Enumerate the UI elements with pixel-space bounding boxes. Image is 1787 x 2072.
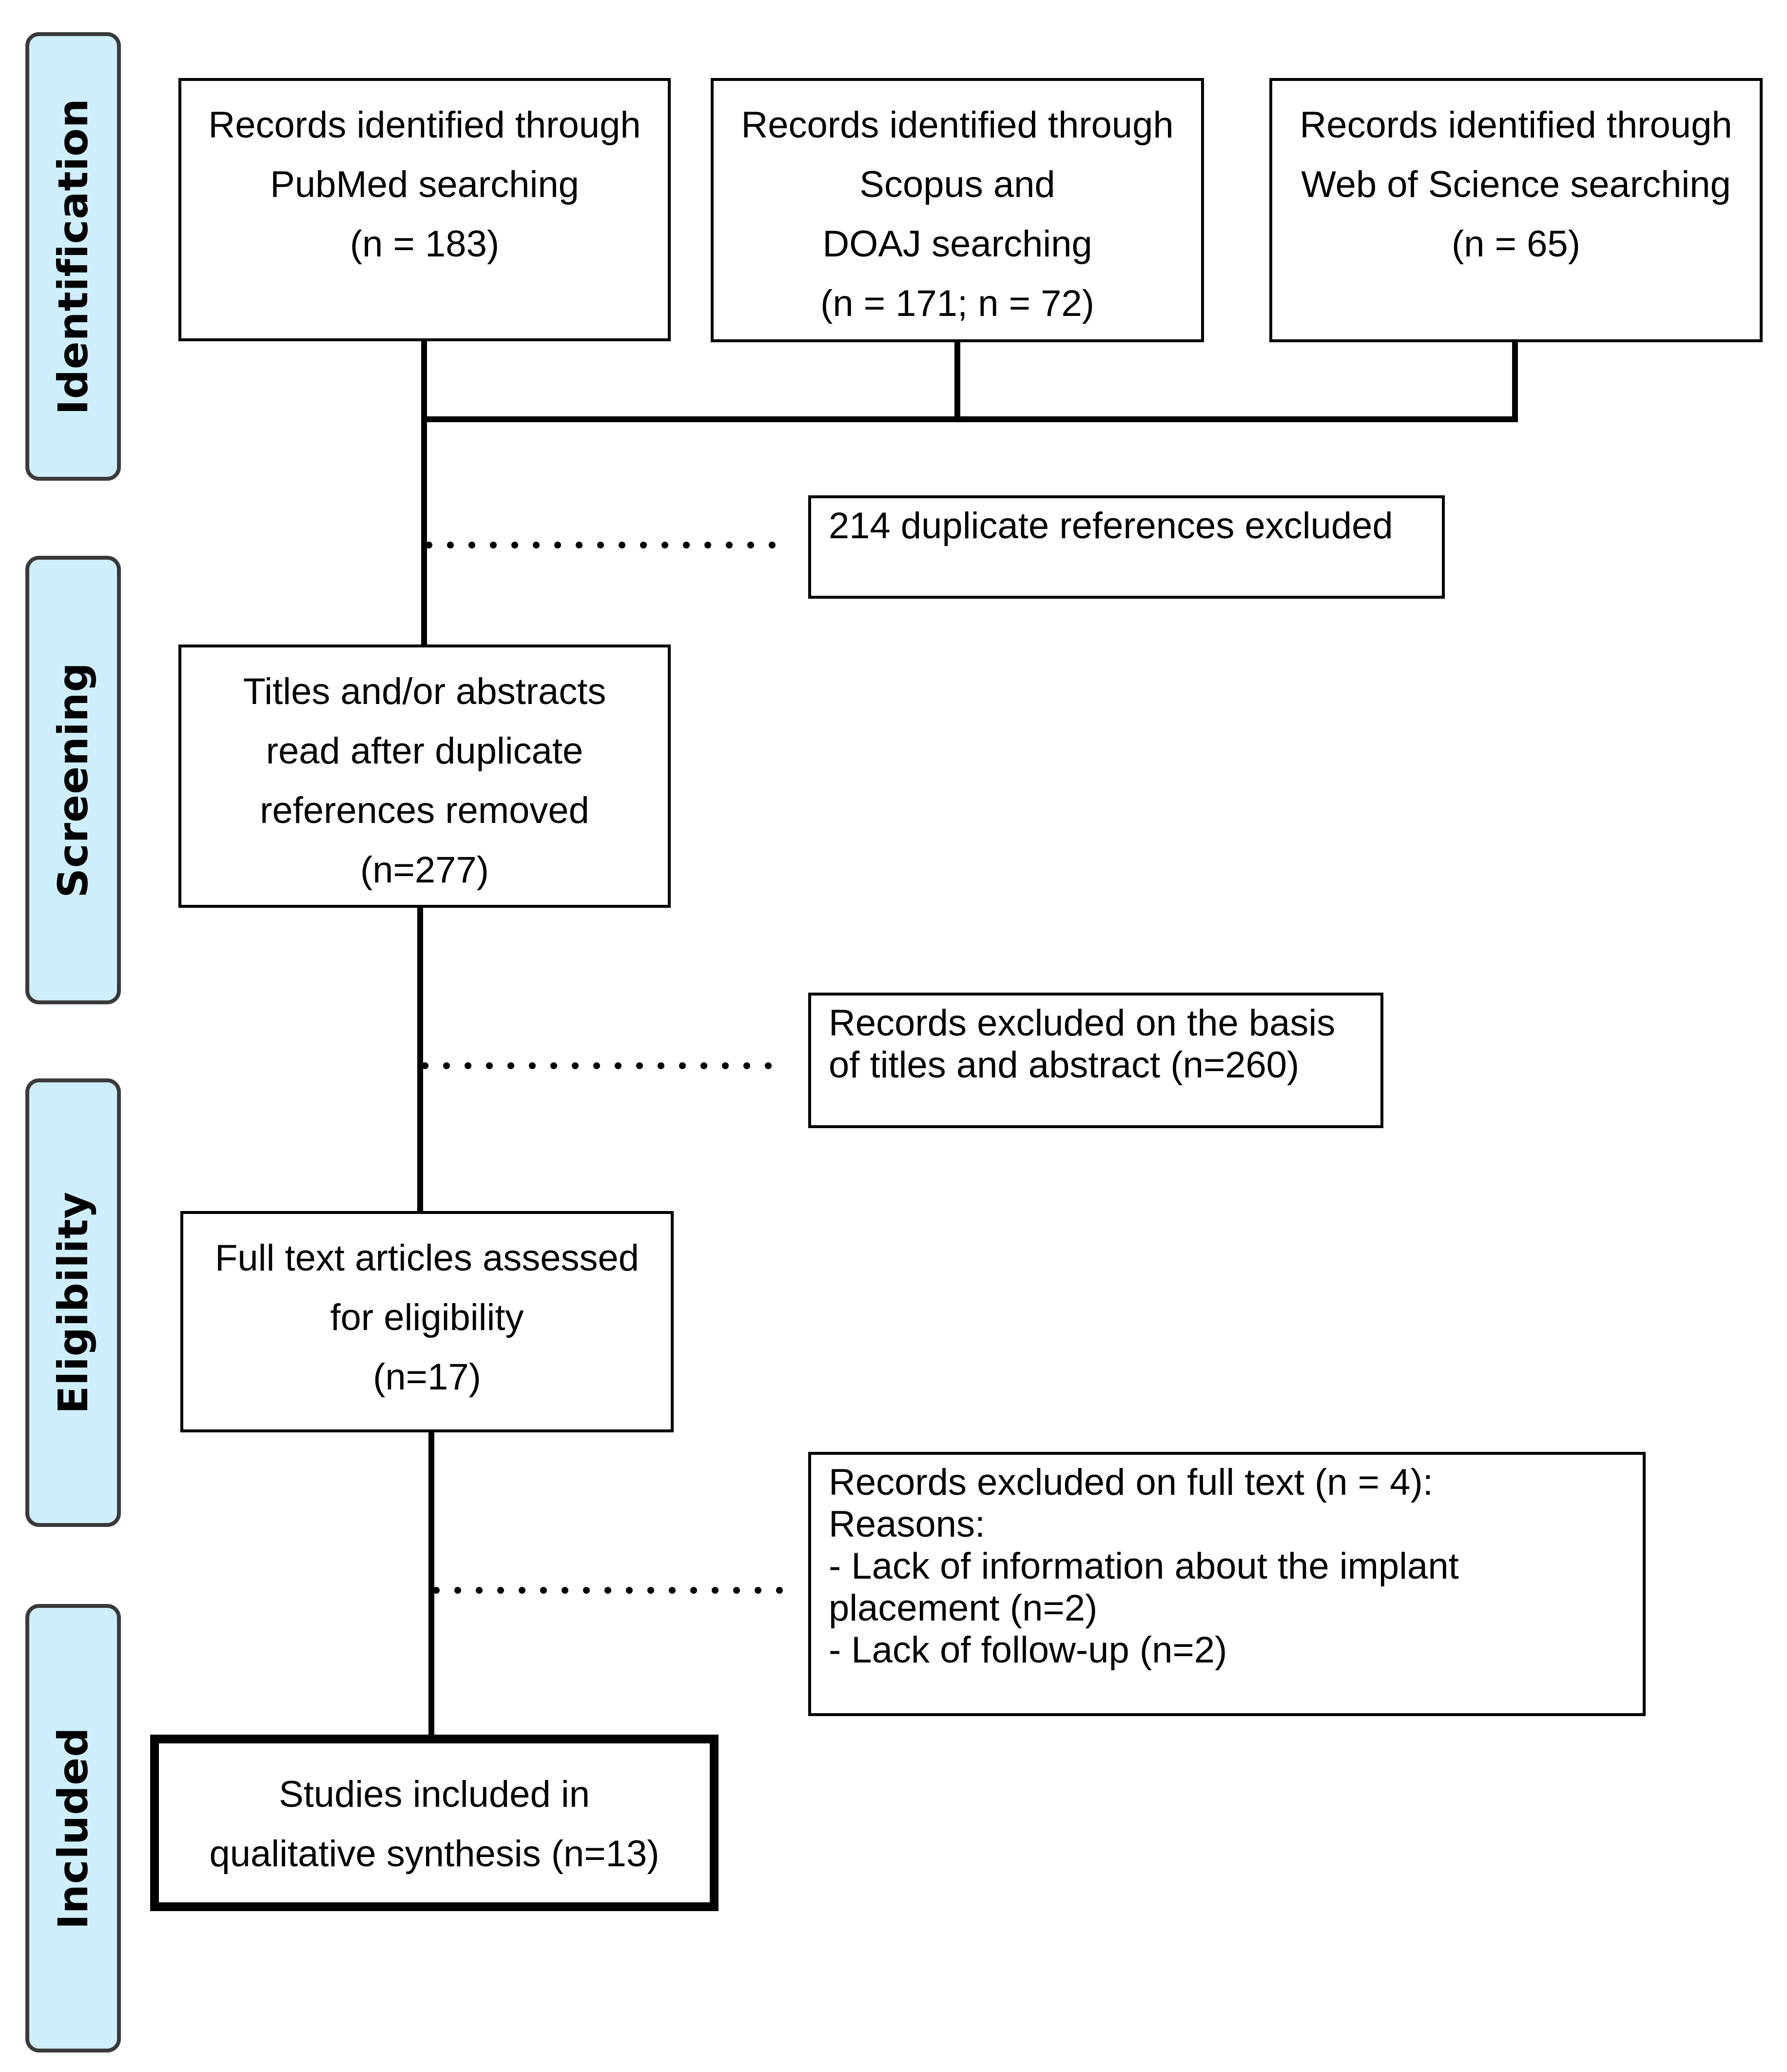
scopus-line-1: Records identified through	[741, 104, 1174, 146]
included-studies-box: Studies included in qualitative synthesi…	[150, 1735, 719, 1911]
pubmed-line-3: (n = 183)	[350, 223, 500, 265]
titles-excluded-box: Records excluded on the basis of titles …	[808, 993, 1383, 1128]
included-line-1: Studies included in	[279, 1774, 590, 1815]
eligibility-line-2: for eligibility	[330, 1297, 524, 1338]
scopus-line-2: Scopus and	[859, 164, 1055, 205]
duplicates-excluded-box: 214 duplicate references excluded	[808, 495, 1445, 599]
scopus-doaj-records-box: Records identified through Scopus and DO…	[711, 78, 1204, 342]
pubmed-line-1: Records identified through	[208, 104, 641, 146]
stage-tab-eligibility: Eligibility	[25, 1078, 121, 1527]
scopus-line-4: (n = 171; n = 72)	[820, 283, 1094, 324]
stage-tab-screening: Screening	[25, 556, 121, 1004]
screening-line-2: read after duplicate	[266, 730, 583, 772]
screening-line-3: references removed	[260, 790, 589, 831]
duplicates-line-1: 214 duplicate references excluded	[829, 505, 1393, 547]
titles-excluded-line-2: of titles and abstract (n=260)	[829, 1044, 1300, 1086]
eligibility-line-3: (n=17)	[373, 1356, 481, 1398]
stage-tab-included: Included	[25, 1604, 121, 2052]
fulltext-excluded-line-4: placement (n=2)	[829, 1587, 1098, 1629]
pubmed-line-2: PubMed searching	[270, 164, 579, 205]
wos-line-1: Records identified through	[1300, 104, 1732, 146]
fulltext-excluded-line-2: Reasons:	[829, 1504, 986, 1545]
pubmed-records-box: Records identified through PubMed search…	[178, 78, 671, 341]
stage-tab-identification: Identification	[25, 32, 121, 481]
fulltext-excluded-box: Records excluded on full text (n = 4): R…	[808, 1452, 1646, 1716]
wos-line-2: Web of Science searching	[1301, 164, 1731, 205]
fulltext-excluded-line-3: - Lack of information about the implant	[829, 1545, 1459, 1587]
scopus-line-3: DOAJ searching	[822, 223, 1092, 265]
wos-records-box: Records identified through Web of Scienc…	[1269, 78, 1763, 342]
wos-line-3: (n = 65)	[1451, 223, 1581, 265]
fulltext-excluded-line-1: Records excluded on full text (n = 4):	[829, 1462, 1433, 1503]
titles-excluded-line-1: Records excluded on the basis	[829, 1002, 1336, 1044]
screening-box: Titles and/or abstracts read after dupli…	[178, 645, 671, 908]
included-line-2: qualitative synthesis (n=13)	[209, 1833, 660, 1875]
screening-line-4: (n=277)	[360, 849, 489, 891]
eligibility-line-1: Full text articles assessed	[214, 1237, 640, 1279]
screening-line-1: Titles and/or abstracts	[243, 671, 606, 712]
eligibility-box: Full text articles assessed for eligibil…	[180, 1211, 674, 1432]
fulltext-excluded-line-5: - Lack of follow-up (n=2)	[829, 1629, 1227, 1671]
